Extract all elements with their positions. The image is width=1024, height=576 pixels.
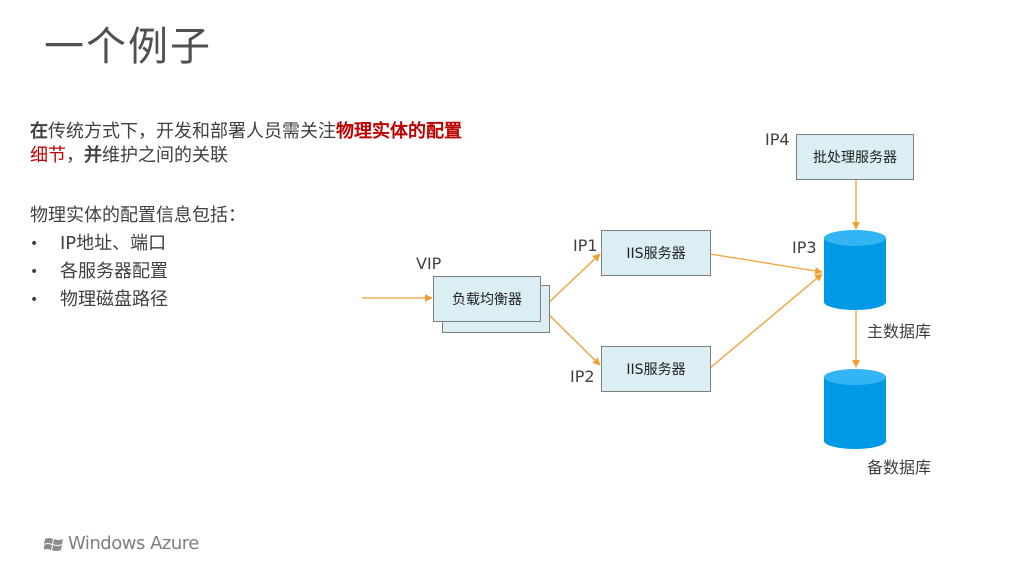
intro-paragraph: 在传统方式下，开发和部署人员需关注物理实体的配置细节，并维护之间的关联 [30, 120, 470, 168]
bullet-item: 各服务器配置 [30, 258, 168, 286]
primary-db-icon [824, 230, 886, 310]
intro-text-3: 维护之间的关联 [102, 145, 228, 166]
arrow-lb-to-iis1 [545, 253, 601, 306]
intro-highlight-1: 物理实体的配置 [336, 121, 462, 142]
iis-server-2-label: IIS服务器 [626, 362, 686, 378]
arrow-iis2-to-db [709, 273, 823, 369]
bullet-list: IP地址、端口 各服务器配置 物理磁盘路径 [30, 230, 168, 314]
batch-server: 批处理服务器 [796, 134, 914, 180]
windows-azure-logo: Windows Azure [44, 533, 199, 554]
intro-text-2: ， [66, 145, 84, 166]
ip1-label: IP1 [573, 236, 598, 255]
iis-server-2: IIS服务器 [601, 346, 711, 392]
intro-text-1: 传统方式下，开发和部署人员需关注 [48, 121, 336, 142]
backup-db-label: 备数据库 [867, 458, 932, 477]
sub-heading: 物理实体的配置信息包括： [30, 205, 246, 226]
arrow-iis1-to-db [709, 253, 823, 275]
bullet-item: IP地址、端口 [30, 230, 168, 258]
iis-server-1: IIS服务器 [601, 230, 711, 276]
arrow-lb-to-iis2 [545, 311, 601, 366]
iis-server-1-label: IIS服务器 [626, 246, 686, 262]
ip4-label: IP4 [765, 130, 790, 149]
load-balancer-box: 负载均衡器 [433, 276, 541, 322]
ip2-label: IP2 [570, 367, 595, 386]
ip3-label: IP3 [792, 238, 817, 257]
vip-label: VIP [416, 254, 442, 273]
batch-server-label: 批处理服务器 [813, 150, 897, 166]
intro-highlight-2: 细节 [30, 145, 66, 166]
load-balancer-label: 负载均衡器 [452, 292, 522, 308]
bullet-item: 物理磁盘路径 [30, 286, 168, 314]
windows-flag-icon [44, 537, 63, 551]
backup-db-icon [824, 369, 886, 449]
primary-db-label: 主数据库 [867, 322, 932, 341]
intro-bold-2: 并 [84, 145, 102, 166]
logo-text: Windows Azure [68, 533, 199, 554]
page-title: 一个例子 [44, 24, 212, 70]
intro-bold-1: 在 [30, 121, 48, 142]
